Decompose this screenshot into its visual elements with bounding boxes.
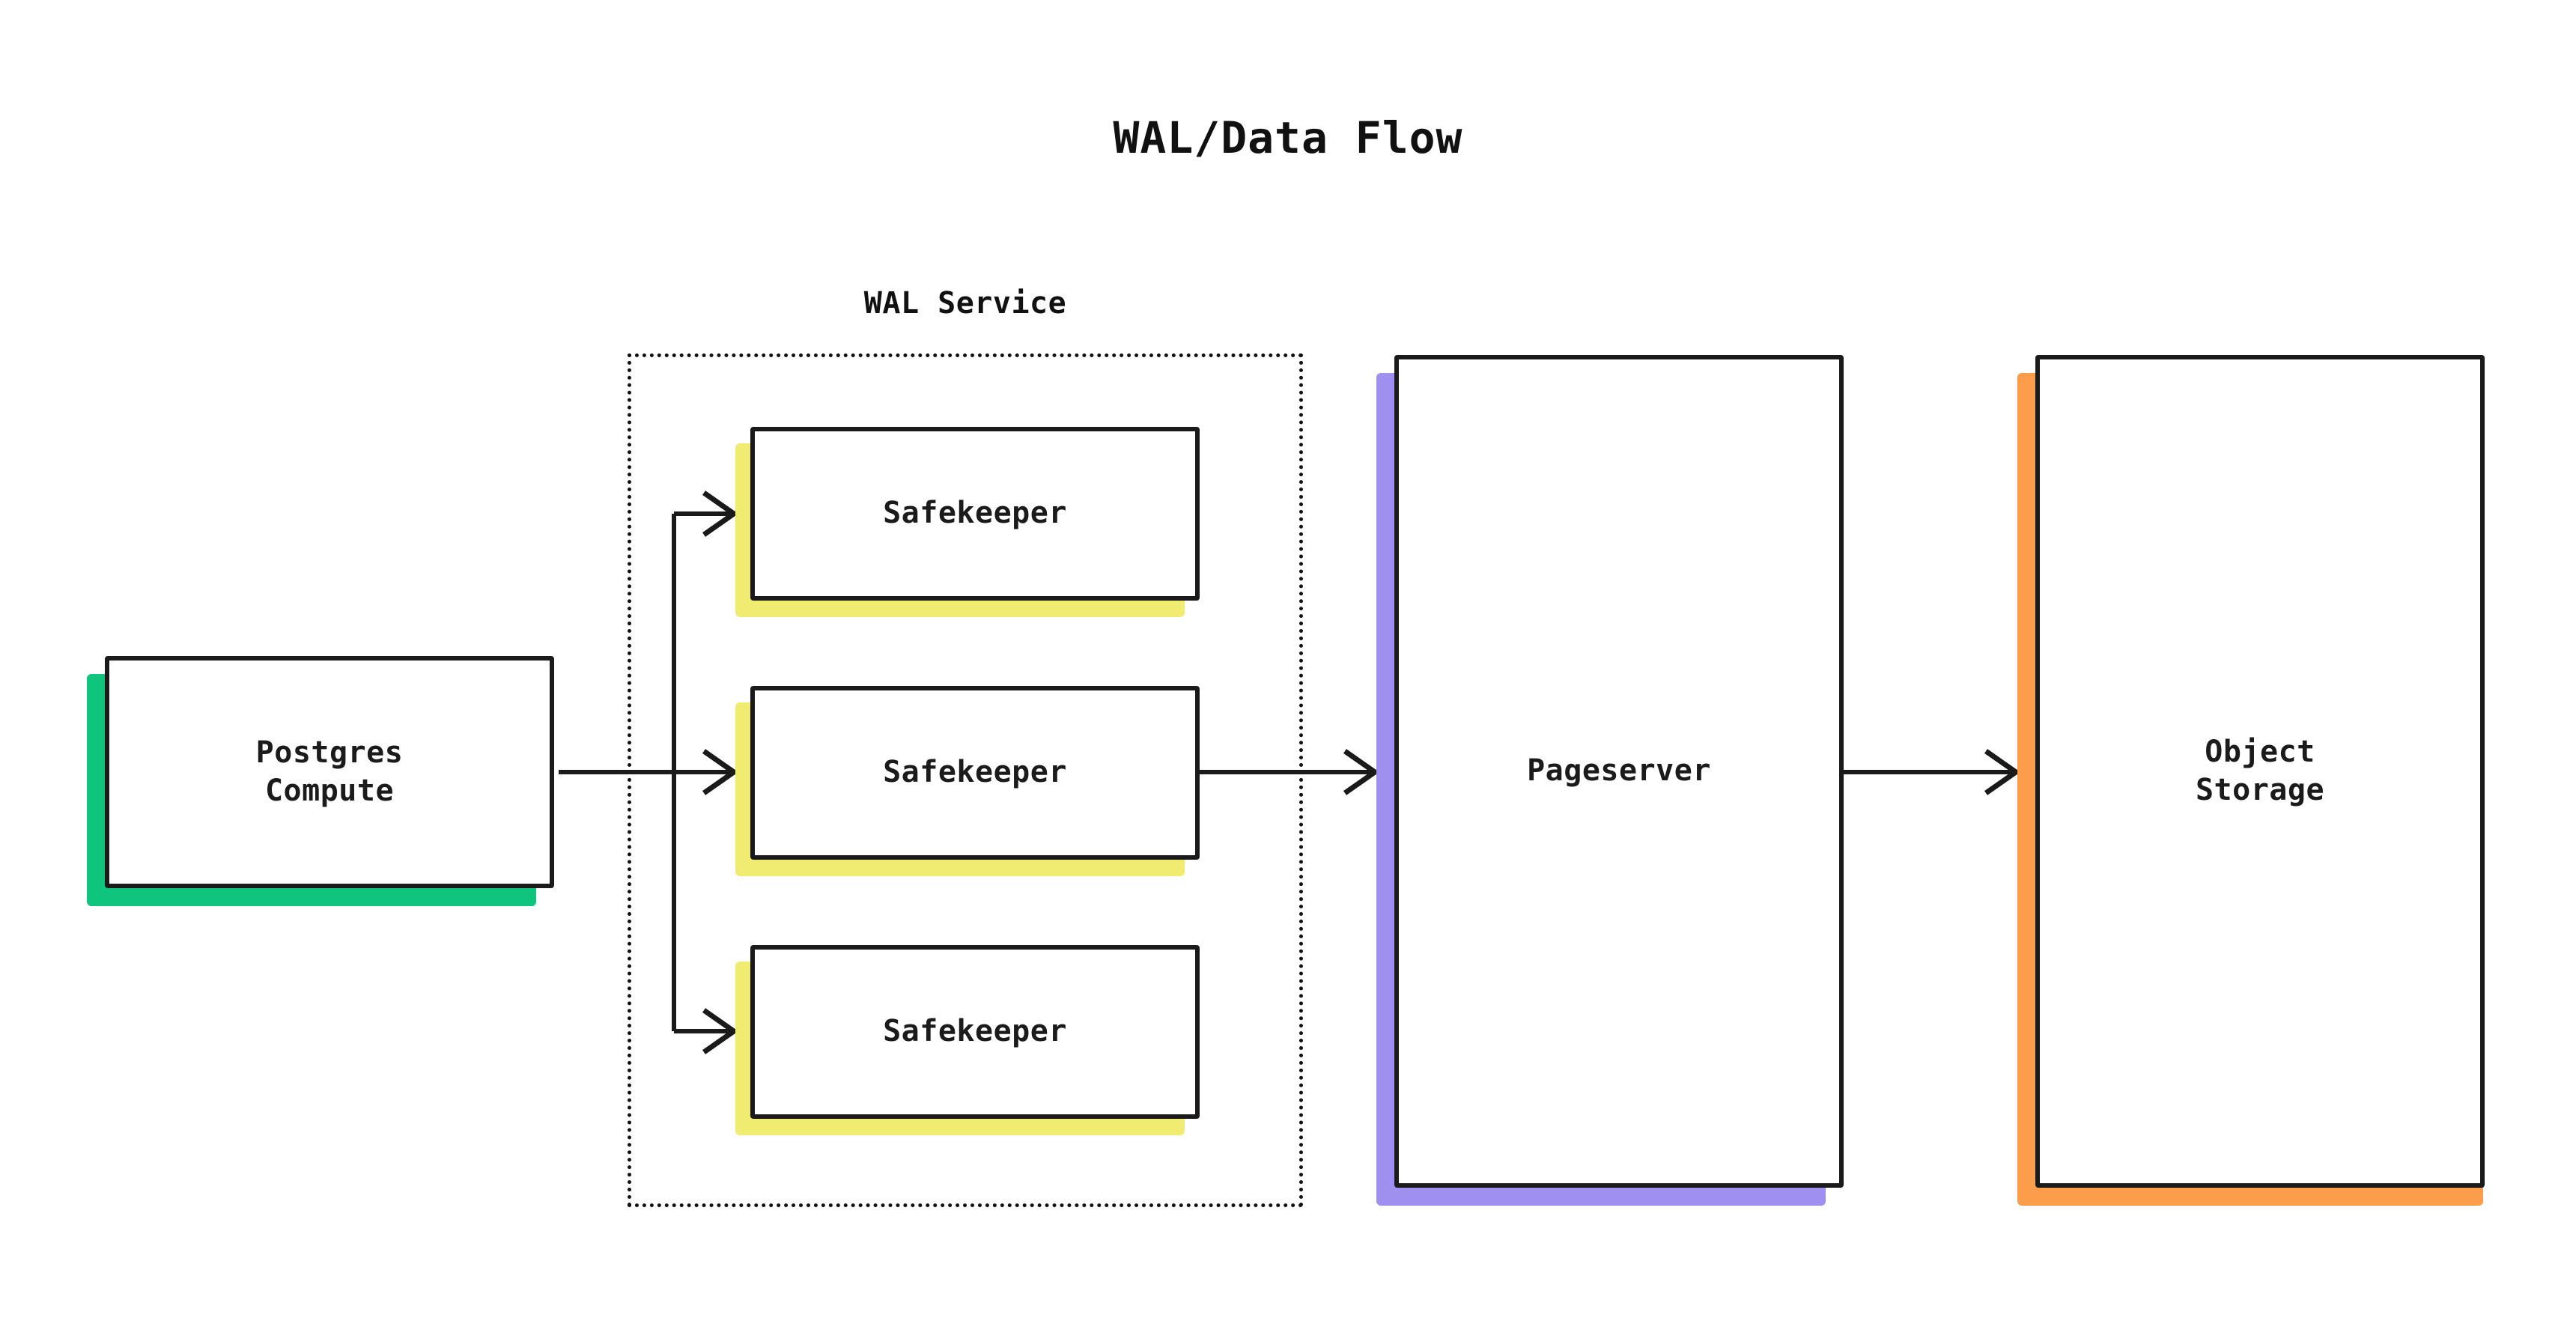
node-body-safekeeper-1[interactable]: Safekeeper [750,427,1200,601]
node-label-postgres-compute: Postgres Compute [255,735,404,808]
node-body-object-storage[interactable]: Object Storage [2035,355,2485,1188]
node-label-pageserver: Pageserver [1527,753,1711,789]
cluster-label-wal-service: WAL Service [863,286,1067,321]
node-label-object-storage: Object Storage [2195,734,2325,807]
node-body-safekeeper-3[interactable]: Safekeeper [750,945,1200,1119]
node-label-safekeeper-3: Safekeeper [883,1014,1067,1049]
arrowhead-pageserver [1343,749,1380,795]
node-body-postgres-compute[interactable]: Postgres Compute [105,656,554,888]
cluster-border-wal-service [628,353,1303,1207]
node-body-safekeeper-2[interactable]: Safekeeper [750,686,1200,860]
node-body-pageserver[interactable]: Pageserver [1394,355,1844,1188]
node-label-safekeeper-1: Safekeeper [883,496,1067,531]
arrowhead-object-storage [1984,749,2021,795]
page-title: WAL/Data Flow [1113,112,1463,163]
node-label-safekeeper-2: Safekeeper [883,755,1067,790]
